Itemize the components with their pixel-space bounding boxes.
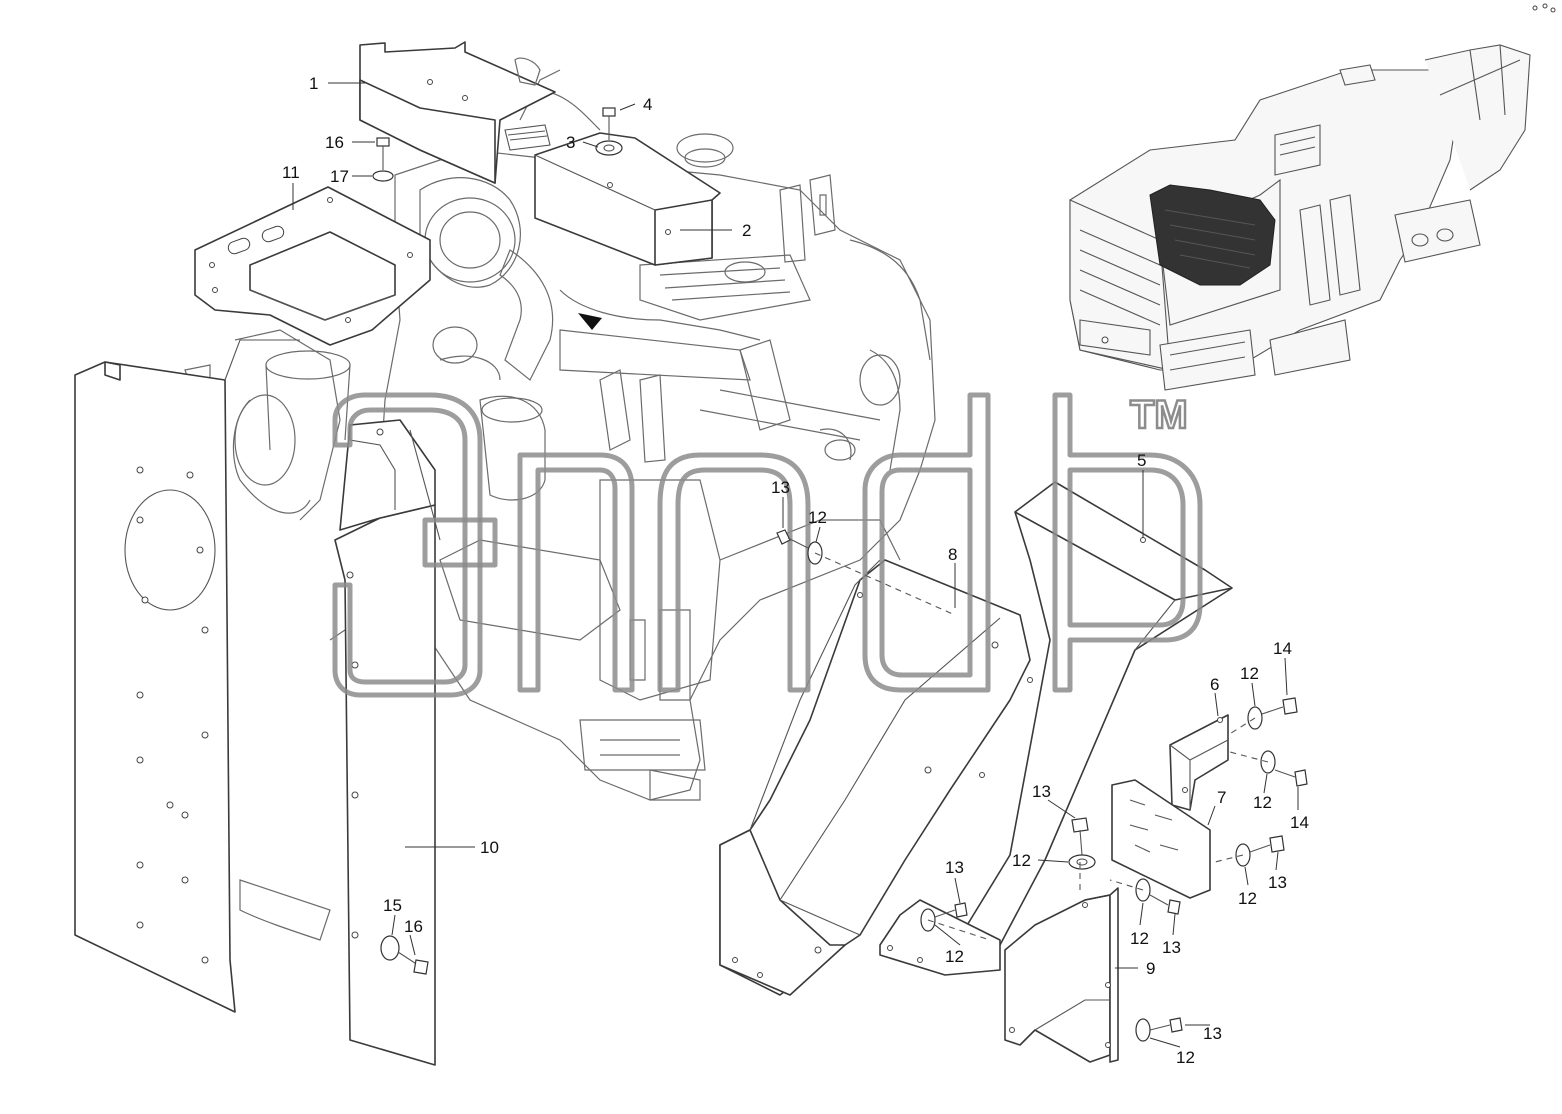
callout-labels: 1 2 3 4 5 6 7 8 9 10 11 12 12 12 12 12 1… — [282, 74, 1309, 1067]
engine-block — [184, 69, 936, 941]
washer-12-bottom — [1135, 1018, 1151, 1042]
washer-15 — [380, 935, 400, 961]
callout-12: 12 — [1240, 664, 1259, 683]
part-10-front-plate — [334, 419, 441, 1066]
callout-14: 14 — [1273, 639, 1292, 658]
callout-12: 12 — [1238, 889, 1257, 908]
part-9-bracket — [1004, 887, 1119, 1063]
inset-machine-view — [1069, 3, 1556, 391]
callout-12: 12 — [1130, 929, 1149, 948]
watermark-logo: TM — [332, 392, 1203, 698]
direction-arrow — [578, 313, 602, 330]
bolt-14-upper — [1261, 697, 1298, 715]
callout-4: 4 — [643, 95, 652, 114]
callout-17: 17 — [330, 167, 349, 186]
callout-11: 11 — [282, 163, 300, 182]
bolt-13-r — [1249, 835, 1285, 853]
part-10-rear-panel — [74, 339, 300, 1013]
callout-16: 16 — [404, 917, 423, 936]
callout-14: 14 — [1290, 813, 1309, 832]
callout-13: 13 — [1162, 938, 1181, 957]
callout-13: 13 — [1032, 782, 1051, 801]
callout-5: 5 — [1137, 451, 1146, 470]
callout-12: 12 — [945, 947, 964, 966]
bolt-4-top — [602, 107, 616, 140]
callout-3: 3 — [566, 133, 575, 152]
small-angle-bracket — [879, 899, 1001, 976]
callout-13: 13 — [945, 858, 964, 877]
part-7-plate — [1111, 779, 1211, 899]
fasteners-right — [380, 529, 1308, 1042]
callout-12: 12 — [1012, 851, 1031, 870]
callout-12: 12 — [1253, 793, 1272, 812]
callout-13: 13 — [1203, 1024, 1222, 1043]
bolt-14-lower — [1274, 769, 1308, 787]
bolt-13-bottom — [1149, 1017, 1183, 1033]
callout-15: 15 — [383, 896, 402, 915]
part-8-shroud — [719, 559, 1033, 996]
callout-6: 6 — [1210, 675, 1219, 694]
washer-17-top — [372, 170, 394, 182]
callout-7: 7 — [1217, 788, 1226, 807]
leader-lines — [292, 82, 1299, 1048]
callout-13: 13 — [771, 478, 790, 497]
part-1-cover — [359, 41, 556, 184]
callout-8: 8 — [948, 545, 957, 564]
bolt-13-upper — [776, 529, 809, 549]
washer-3-top — [595, 140, 623, 156]
callout-2: 2 — [742, 221, 751, 240]
part-11-plate — [194, 186, 431, 346]
watermark-trademark: TM — [1130, 393, 1188, 437]
callout-12: 12 — [1176, 1048, 1195, 1067]
washer-12-center — [1068, 854, 1096, 870]
bolt-13-center — [1071, 817, 1089, 856]
callout-10: 10 — [480, 838, 499, 857]
part-2-cover — [534, 132, 721, 266]
callout-16: 16 — [325, 133, 344, 152]
bolt-13-mid-r — [1149, 894, 1181, 915]
bolt-13-lower-left — [934, 902, 968, 918]
callout-1: 1 — [309, 74, 318, 93]
bolt-16-top — [376, 137, 390, 170]
callout-12: 12 — [808, 508, 827, 527]
callout-9: 9 — [1146, 959, 1155, 978]
bolt-16-bottom — [397, 951, 429, 975]
callout-13: 13 — [1268, 873, 1287, 892]
